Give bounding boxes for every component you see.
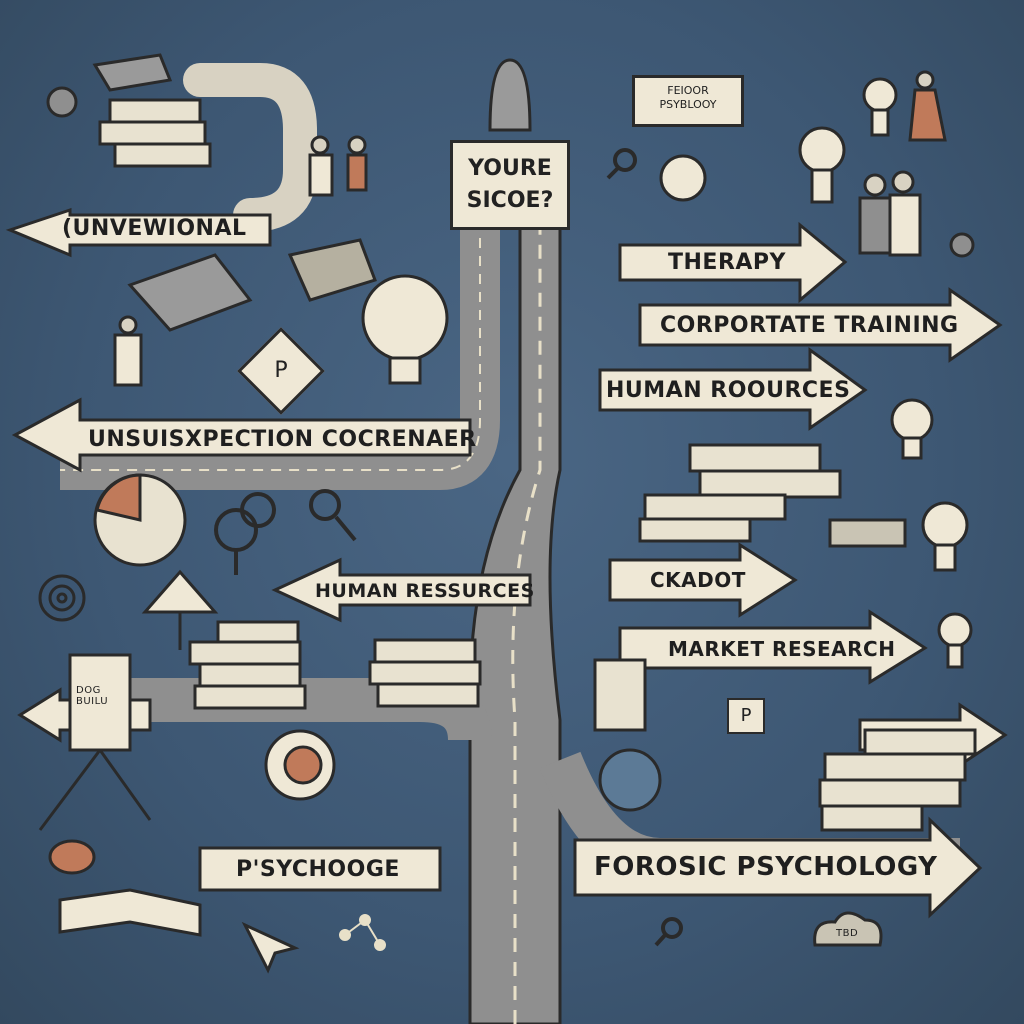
lightbulb-icon: [798, 77, 973, 669]
board-marker-letter: P: [740, 705, 752, 726]
ladybug-icon: [48, 839, 96, 875]
book-small-right: [828, 518, 907, 548]
label-unsuspection: UNSUISXPECTION COCRENAER: [88, 427, 477, 452]
diamond-sign-letter: P: [274, 358, 288, 383]
person-figures: [113, 58, 947, 387]
label-therapy: THERAPY: [668, 250, 786, 275]
top-right-sign: FEIOOR PSYBLOOY: [632, 75, 744, 127]
label-market-research: MARKET RESEARCH: [668, 637, 896, 661]
arrow-unconventional: [5, 207, 272, 258]
label-forensic: FOROSIC PSYCHOLOGY: [594, 852, 938, 882]
arrow-ckadot: [608, 542, 798, 618]
label-psychology: P'SYCHOOGE: [236, 857, 400, 882]
book-stack-bottom-right: [818, 728, 977, 832]
cursor-icon: [241, 921, 300, 974]
top-right-sign-line2: PSYBLOOY: [659, 98, 717, 111]
label-unconventional: (UNVEWIONAL: [62, 216, 247, 241]
board-marker-sign: P: [727, 698, 765, 734]
pie-chart-icon: [93, 473, 187, 567]
magnifier-icon: [214, 148, 683, 947]
document-icon: [593, 658, 647, 732]
warning-sign-icon: [141, 569, 219, 650]
book-stack-center-left: [188, 620, 307, 710]
lightbulb-question-icon: [361, 274, 449, 385]
target-icon: [38, 574, 86, 622]
book-stack-top-left: [98, 98, 212, 168]
brain-head-icon: [264, 729, 336, 801]
label-corporate-training: CORPORTATE TRAINING: [660, 313, 959, 338]
arrow-human-resources-right: [598, 347, 868, 431]
center-question-sign: YOURE SICOE?: [450, 140, 570, 230]
network-icon: [339, 914, 386, 951]
arrow-corporate-training: [638, 287, 1003, 363]
graduation-cap-icon: [92, 53, 377, 332]
label-human-resources-left: HUMAN RESSURCES: [315, 580, 535, 602]
top-right-sign-line1: FEIOOR: [667, 84, 709, 97]
cloud-text: TBD: [836, 928, 859, 939]
arrow-forensic: [573, 816, 983, 919]
book-stack-right: [638, 443, 842, 543]
arrow-human-resources-left: [271, 557, 532, 623]
arrow-therapy: [618, 221, 848, 304]
gear-icon: [46, 86, 975, 258]
book-stack-center: [368, 638, 482, 708]
globe-icon: [598, 748, 662, 812]
easel-icon: [38, 653, 152, 831]
curved-road-top-left: [183, 63, 317, 232]
open-book: [58, 888, 202, 937]
easel-text: DOG BUILU: [76, 685, 109, 707]
label-ckadot: CKADOT: [650, 568, 746, 592]
arrow-market-research: [618, 609, 928, 685]
label-human-resources-right: HUMAN ROOURCES: [606, 378, 851, 403]
cloud-icon: [813, 911, 883, 947]
arrow-unsuspection: [11, 397, 472, 473]
center-sign-text: YOURE SICOE?: [466, 156, 554, 213]
